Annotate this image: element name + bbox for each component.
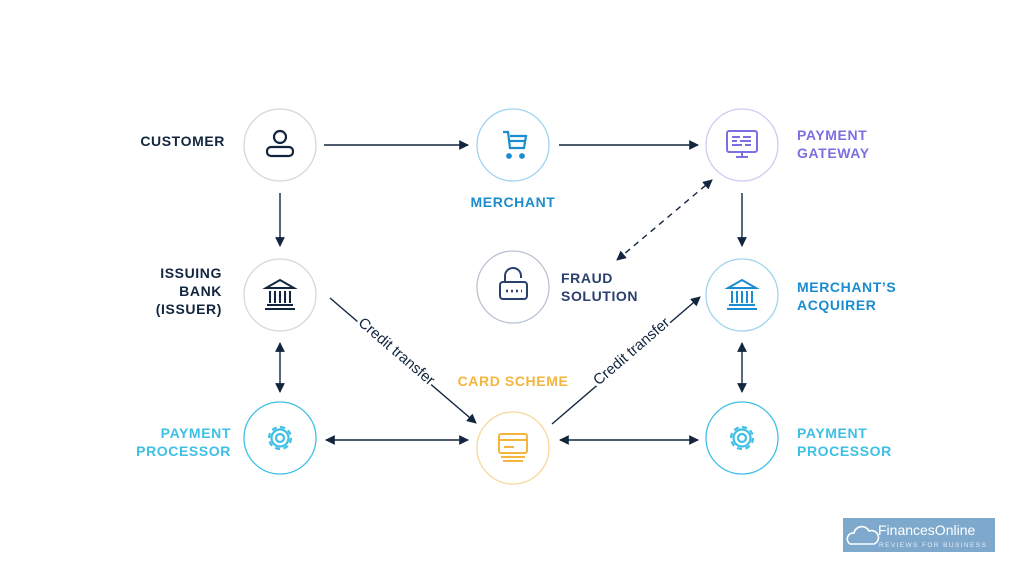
node-payment-processor-left: PAYMENT PROCESSOR: [136, 401, 317, 475]
arrow-issuer-cardscheme: [329, 297, 477, 424]
node-merchant: MERCHANT: [471, 108, 556, 210]
logo-name: FinancesOnline: [878, 522, 975, 538]
node-fraud-solution: FRAUD SOLUTION: [476, 250, 638, 324]
credit-transfer-label-left: Credit transfer: [355, 314, 438, 389]
node-issuing-bank: ISSUING BANK (ISSUER): [156, 258, 317, 332]
acquirer-label-line2: ACQUIRER: [797, 297, 876, 313]
gateway-label-line2: GATEWAY: [797, 145, 870, 161]
customer-label: CUSTOMER: [140, 133, 225, 149]
gear-icon: [267, 425, 293, 451]
node-customer: CUSTOMER: [140, 108, 317, 182]
issuer-label-line3: (ISSUER): [156, 301, 222, 317]
processor-right-label-line2: PROCESSOR: [797, 443, 892, 459]
fraud-label-line1: FRAUD: [561, 270, 613, 286]
lock-icon: [499, 267, 528, 300]
credit-transfer-label-right: Credit transfer: [590, 314, 673, 389]
arrow-cardscheme-acquirer: [551, 296, 701, 425]
processor-left-label-line2: PROCESSOR: [136, 443, 231, 459]
node-card-scheme: CARD SCHEME: [458, 373, 569, 485]
processor-left-label-line1: PAYMENT: [161, 425, 231, 441]
fraud-label-line2: SOLUTION: [561, 288, 638, 304]
card-scheme-label: CARD SCHEME: [458, 373, 569, 389]
gateway-label-line1: PAYMENT: [797, 127, 867, 143]
processor-right-label-line1: PAYMENT: [797, 425, 867, 441]
user-icon: [265, 129, 295, 158]
node-payment-gateway: PAYMENT GATEWAY: [705, 108, 870, 182]
gear-icon: [729, 425, 755, 451]
merchant-label: MERCHANT: [471, 194, 556, 210]
issuer-label-line1: ISSUING: [160, 265, 222, 281]
cloud-icon: [846, 525, 880, 545]
arrow-fraud-gateway: [616, 179, 713, 261]
financesonline-logo[interactable]: FinancesOnline REVIEWS FOR BUSINESS: [843, 518, 995, 552]
bank-icon: [262, 278, 298, 310]
node-merchants-acquirer: MERCHANT’S ACQUIRER: [705, 258, 896, 332]
node-payment-processor-right: PAYMENT PROCESSOR: [705, 401, 892, 475]
bank-icon: [724, 278, 760, 310]
logo-tagline: REVIEWS FOR BUSINESS: [879, 542, 987, 549]
issuer-label-line2: BANK: [179, 283, 222, 299]
card-icon: [498, 433, 528, 462]
cart-icon: [503, 130, 528, 159]
monitor-icon: [726, 130, 758, 158]
acquirer-label-line1: MERCHANT’S: [797, 279, 896, 295]
